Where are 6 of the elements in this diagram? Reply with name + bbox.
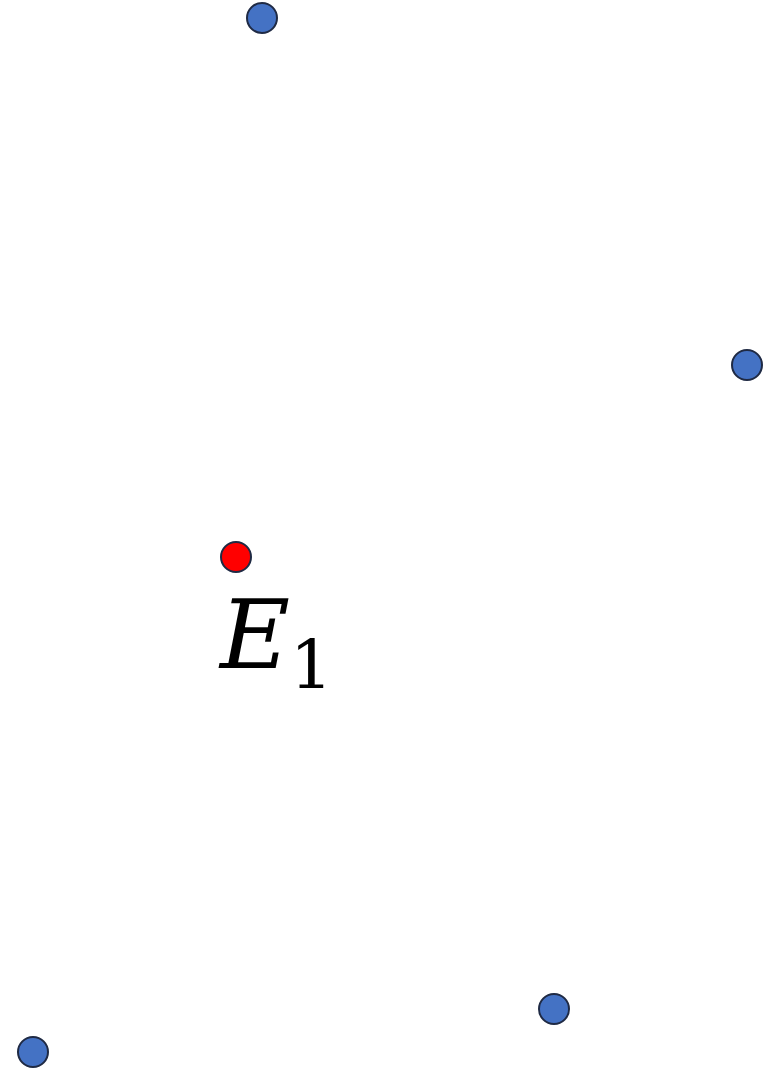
- point-marker: [17, 1036, 49, 1068]
- point-marker: [538, 993, 570, 1025]
- point-marker: [246, 2, 278, 34]
- point-marker: [731, 349, 763, 381]
- point-label: E$_{1}$: [220, 587, 333, 700]
- point-marker: [220, 541, 252, 573]
